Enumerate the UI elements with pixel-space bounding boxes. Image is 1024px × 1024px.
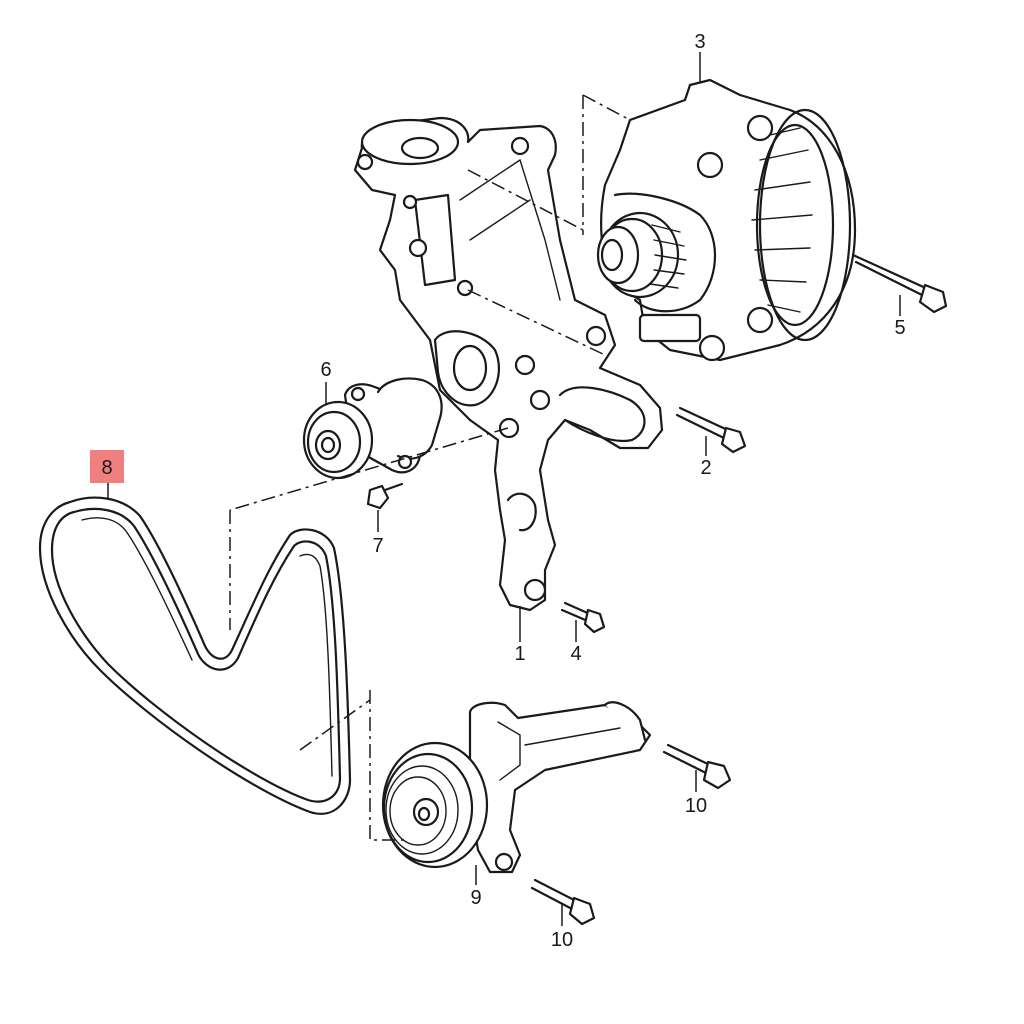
drive-belt	[38, 496, 352, 815]
bolt-part-5	[851, 253, 948, 314]
bolt-part-2	[675, 406, 747, 454]
callout-1: 1	[514, 643, 525, 665]
callout-9: 9	[470, 887, 481, 909]
callout-4: 3	[694, 31, 705, 53]
alternator	[596, 78, 857, 362]
callout-10-upper: 10	[685, 795, 707, 817]
callout-5: 5	[894, 317, 905, 339]
callout-6: 6	[320, 359, 331, 381]
callout-7: 7	[372, 535, 383, 557]
mounting-bracket	[353, 116, 664, 612]
callouts: 3 5 6 2 8 7 1 4 10 9 10	[90, 31, 906, 951]
idler-pulley-bracket	[381, 701, 652, 874]
callout-8-highlight	[90, 450, 124, 483]
assembly-lines	[229, 94, 631, 841]
leader-lines	[107, 52, 901, 926]
belt-tensioner	[302, 377, 443, 480]
callout-3: 4	[570, 643, 581, 665]
callout-2: 2	[700, 457, 711, 479]
bolt-part-10-upper	[662, 743, 732, 790]
bolt-part-3	[560, 601, 606, 634]
bolt-part-7	[366, 482, 404, 510]
bolt-part-10-lower	[530, 878, 596, 926]
callout-8: 8	[101, 457, 112, 479]
callout-10-lower: 10	[551, 929, 573, 951]
